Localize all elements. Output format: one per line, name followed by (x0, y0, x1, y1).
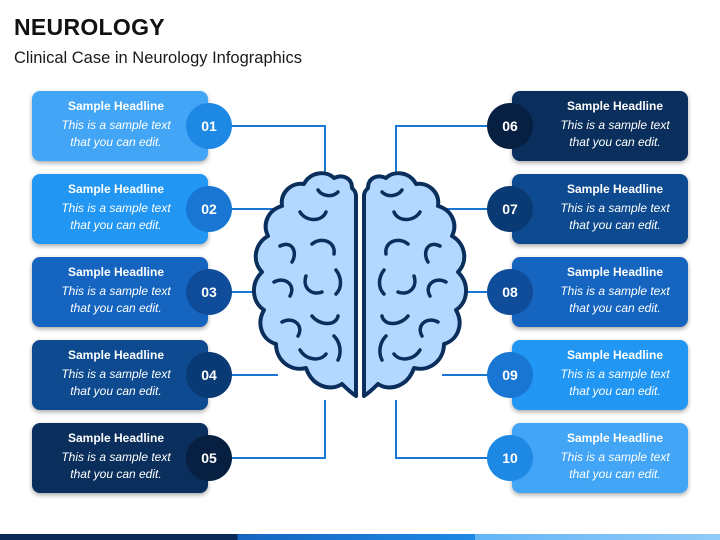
info-card-07: Sample Headline This is a sample text th… (512, 174, 688, 244)
number-badge-05: 05 (186, 435, 232, 481)
card-text: This is a sample text that you can edit. (560, 284, 670, 315)
brain-left-hemisphere (252, 171, 358, 398)
card-text: This is a sample text that you can edit. (61, 118, 171, 149)
brain-right-hemisphere (362, 171, 468, 398)
info-card-01: Sample Headline This is a sample text th… (32, 91, 208, 161)
info-card-03: Sample Headline This is a sample text th… (32, 257, 208, 327)
card-text: This is a sample text that you can edit. (61, 201, 171, 232)
card-headline: Sample Headline (566, 265, 664, 279)
card-headline: Sample Headline (566, 182, 664, 196)
card-headline: Sample Headline (67, 182, 165, 196)
number-badge-10: 10 (487, 435, 533, 481)
card-text: This is a sample text that you can edit. (61, 450, 171, 481)
info-card-09: Sample Headline This is a sample text th… (512, 340, 688, 410)
number-badge-01: 01 (186, 103, 232, 149)
number-badge-02: 02 (186, 186, 232, 232)
footer-color-bar (0, 534, 720, 540)
info-card-02: Sample Headline This is a sample text th… (32, 174, 208, 244)
connector-06 (395, 125, 488, 182)
card-headline: Sample Headline (67, 348, 165, 362)
card-headline: Sample Headline (566, 431, 664, 445)
card-headline: Sample Headline (566, 348, 664, 362)
info-card-05: Sample Headline This is a sample text th… (32, 423, 208, 493)
card-text: This is a sample text that you can edit. (61, 284, 171, 315)
card-headline: Sample Headline (67, 265, 165, 279)
card-text: This is a sample text that you can edit. (560, 201, 670, 232)
page-subtitle: Clinical Case in Neurology Infographics (14, 49, 302, 67)
card-text: This is a sample text that you can edit. (560, 450, 670, 481)
info-card-04: Sample Headline This is a sample text th… (32, 340, 208, 410)
number-badge-04: 04 (186, 352, 232, 398)
number-badge-06: 06 (487, 103, 533, 149)
card-text: This is a sample text that you can edit. (560, 118, 670, 149)
card-text: This is a sample text that you can edit. (61, 367, 171, 398)
info-card-06: Sample Headline This is a sample text th… (512, 91, 688, 161)
info-card-10: Sample Headline This is a sample text th… (512, 423, 688, 493)
card-headline: Sample Headline (566, 99, 664, 113)
connector-05 (232, 400, 326, 459)
card-text: This is a sample text that you can edit. (560, 367, 670, 398)
page-title: NEUROLOGY (14, 14, 165, 40)
card-headline: Sample Headline (67, 99, 165, 113)
card-headline: Sample Headline (67, 431, 165, 445)
info-card-08: Sample Headline This is a sample text th… (512, 257, 688, 327)
number-badge-09: 09 (487, 352, 533, 398)
number-badge-03: 03 (186, 269, 232, 315)
connector-01 (232, 125, 326, 182)
number-badge-08: 08 (487, 269, 533, 315)
number-badge-07: 07 (487, 186, 533, 232)
connector-10 (395, 400, 488, 459)
